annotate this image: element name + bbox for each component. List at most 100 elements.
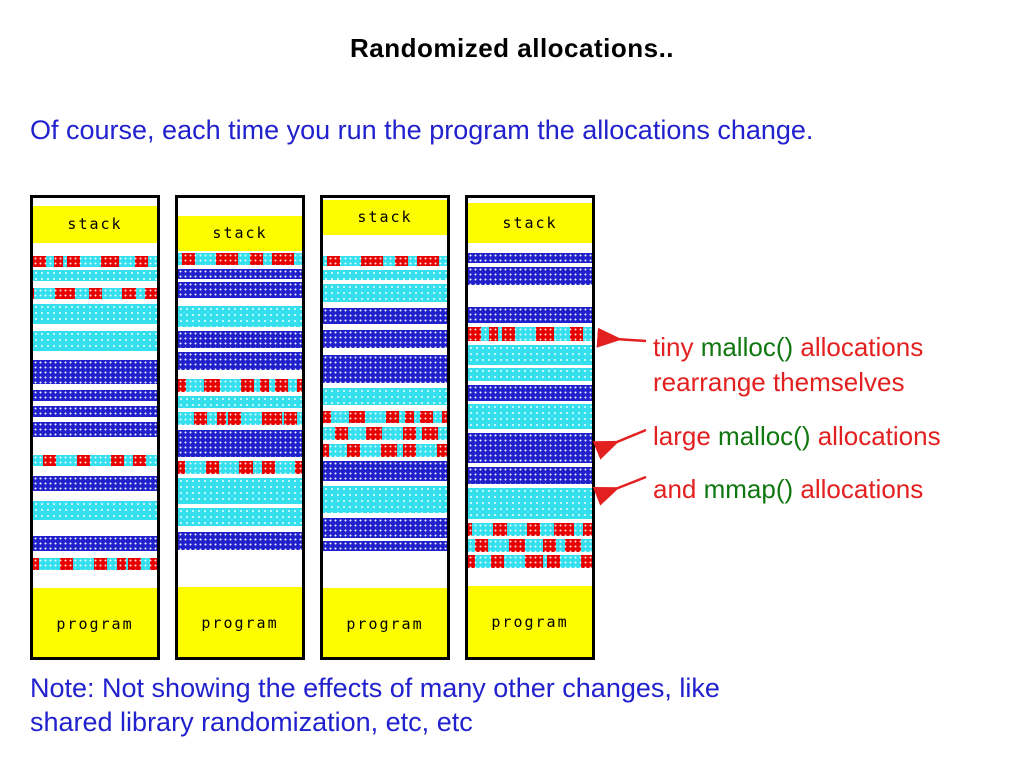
- gap: [33, 324, 157, 331]
- mmap-label-post: allocations: [793, 474, 924, 504]
- mmap-allocation-band: [178, 508, 302, 526]
- mmap-allocation-band: [33, 501, 157, 520]
- large-malloc-band: [323, 518, 447, 538]
- gap: [178, 370, 302, 379]
- large-malloc-band: [178, 269, 302, 279]
- mmap-allocation-band: [33, 331, 157, 351]
- gap: [33, 491, 157, 501]
- mmap-allocation-band: [323, 486, 447, 513]
- large-malloc-band: [323, 308, 447, 324]
- gap: [33, 281, 157, 288]
- gap: [323, 551, 447, 588]
- tiny-malloc-band: [33, 288, 157, 299]
- tiny-malloc-band: [178, 412, 302, 425]
- large-malloc-band: [178, 430, 302, 457]
- mmap-allocation-band: [178, 306, 302, 327]
- tiny-malloc-band: [323, 411, 447, 423]
- tiny-label-code: malloc(): [700, 332, 794, 362]
- gap: [178, 198, 302, 216]
- mmap-allocation-band: [323, 270, 447, 280]
- stack-region: stack: [323, 200, 447, 235]
- program-region: program: [178, 587, 302, 657]
- note-text: Note: Not showing the effects of many ot…: [30, 671, 720, 739]
- gap: [323, 235, 447, 256]
- tiny-malloc-band: [468, 555, 592, 568]
- gap: [468, 285, 592, 307]
- mmap-arrow-icon: [592, 475, 647, 506]
- memory-map-4: stack program: [465, 195, 595, 660]
- mmap-label: and mmap() allocations: [653, 472, 923, 507]
- large-malloc-band: [468, 253, 592, 263]
- mmap-allocation-band: [33, 304, 157, 324]
- large-malloc-band: [468, 385, 592, 401]
- mmap-label-pre: and: [653, 474, 704, 504]
- mmap-label-code: mmap(): [703, 474, 794, 504]
- gap: [33, 243, 157, 256]
- gap: [33, 351, 157, 360]
- large-malloc-band: [33, 406, 157, 417]
- tiny-malloc-band: [468, 539, 592, 552]
- tiny-malloc-band: [323, 256, 447, 266]
- memory-maps: stack program stack program stack program stac…: [30, 195, 595, 660]
- large-malloc-band: [33, 422, 157, 437]
- tiny-malloc-band: [33, 455, 157, 466]
- gap: [323, 348, 447, 355]
- large-label-pre: large: [653, 421, 719, 451]
- tiny-malloc-band: [33, 558, 157, 570]
- large-malloc-band: [178, 331, 302, 348]
- gap: [33, 437, 157, 455]
- gap: [33, 198, 157, 206]
- large-malloc-band: [33, 536, 157, 551]
- tiny-malloc-band: [468, 327, 592, 341]
- large-malloc-band: [178, 282, 302, 298]
- tiny-arrow-icon: [596, 327, 647, 348]
- stack-region: stack: [178, 216, 302, 251]
- mmap-allocation-band: [468, 345, 592, 365]
- gap: [178, 550, 302, 587]
- mmap-allocation-band: [323, 388, 447, 405]
- slide-title: Randomized allocations..: [349, 33, 675, 63]
- tiny-label-pre: tiny: [653, 332, 701, 362]
- large-malloc-band: [323, 541, 447, 551]
- tiny-malloc-band: [178, 461, 302, 474]
- gap: [33, 520, 157, 536]
- mmap-allocation-band: [178, 396, 302, 408]
- large-malloc-band: [178, 532, 302, 550]
- mmap-allocation-band: [468, 488, 592, 519]
- large-malloc-band: [323, 330, 447, 348]
- mmap-allocation-band: [468, 404, 592, 429]
- note-line1: Note: Not showing the effects of many ot…: [30, 673, 720, 703]
- tiny-label-line2: rearrange themselves: [653, 367, 905, 397]
- gap: [33, 570, 157, 588]
- mmap-allocation-band: [323, 284, 447, 302]
- large-malloc-band: [468, 307, 592, 323]
- large-malloc-band: [33, 476, 157, 491]
- tiny-malloc-band: [468, 523, 592, 536]
- mmap-allocation-band: [33, 270, 157, 281]
- tiny-malloc-band: [178, 379, 302, 392]
- tiny-malloc-band: [323, 427, 447, 440]
- gap: [33, 466, 157, 476]
- gap: [33, 551, 157, 558]
- large-label-post: allocations: [810, 421, 941, 451]
- stack-region: stack: [33, 206, 157, 243]
- large-malloc-label: large malloc() allocations: [653, 419, 941, 454]
- large-malloc-band: [468, 467, 592, 484]
- intro-text: Of course, each time you run the program…: [30, 115, 814, 145]
- large-malloc-band: [178, 352, 302, 370]
- program-region: program: [468, 586, 592, 657]
- tiny-label-post: allocations: [793, 332, 924, 362]
- memory-map-3: stack program: [320, 195, 450, 660]
- mmap-allocation-band: [178, 478, 302, 504]
- large-malloc-band: [468, 433, 592, 463]
- gap: [468, 568, 592, 586]
- stack-region: stack: [468, 203, 592, 243]
- gap: [468, 243, 592, 253]
- memory-map-2: stack program: [175, 195, 305, 660]
- large-malloc-band: [323, 355, 447, 383]
- large-malloc-band: [468, 267, 592, 285]
- large-arrow-icon: [592, 428, 647, 460]
- program-region: program: [323, 588, 447, 657]
